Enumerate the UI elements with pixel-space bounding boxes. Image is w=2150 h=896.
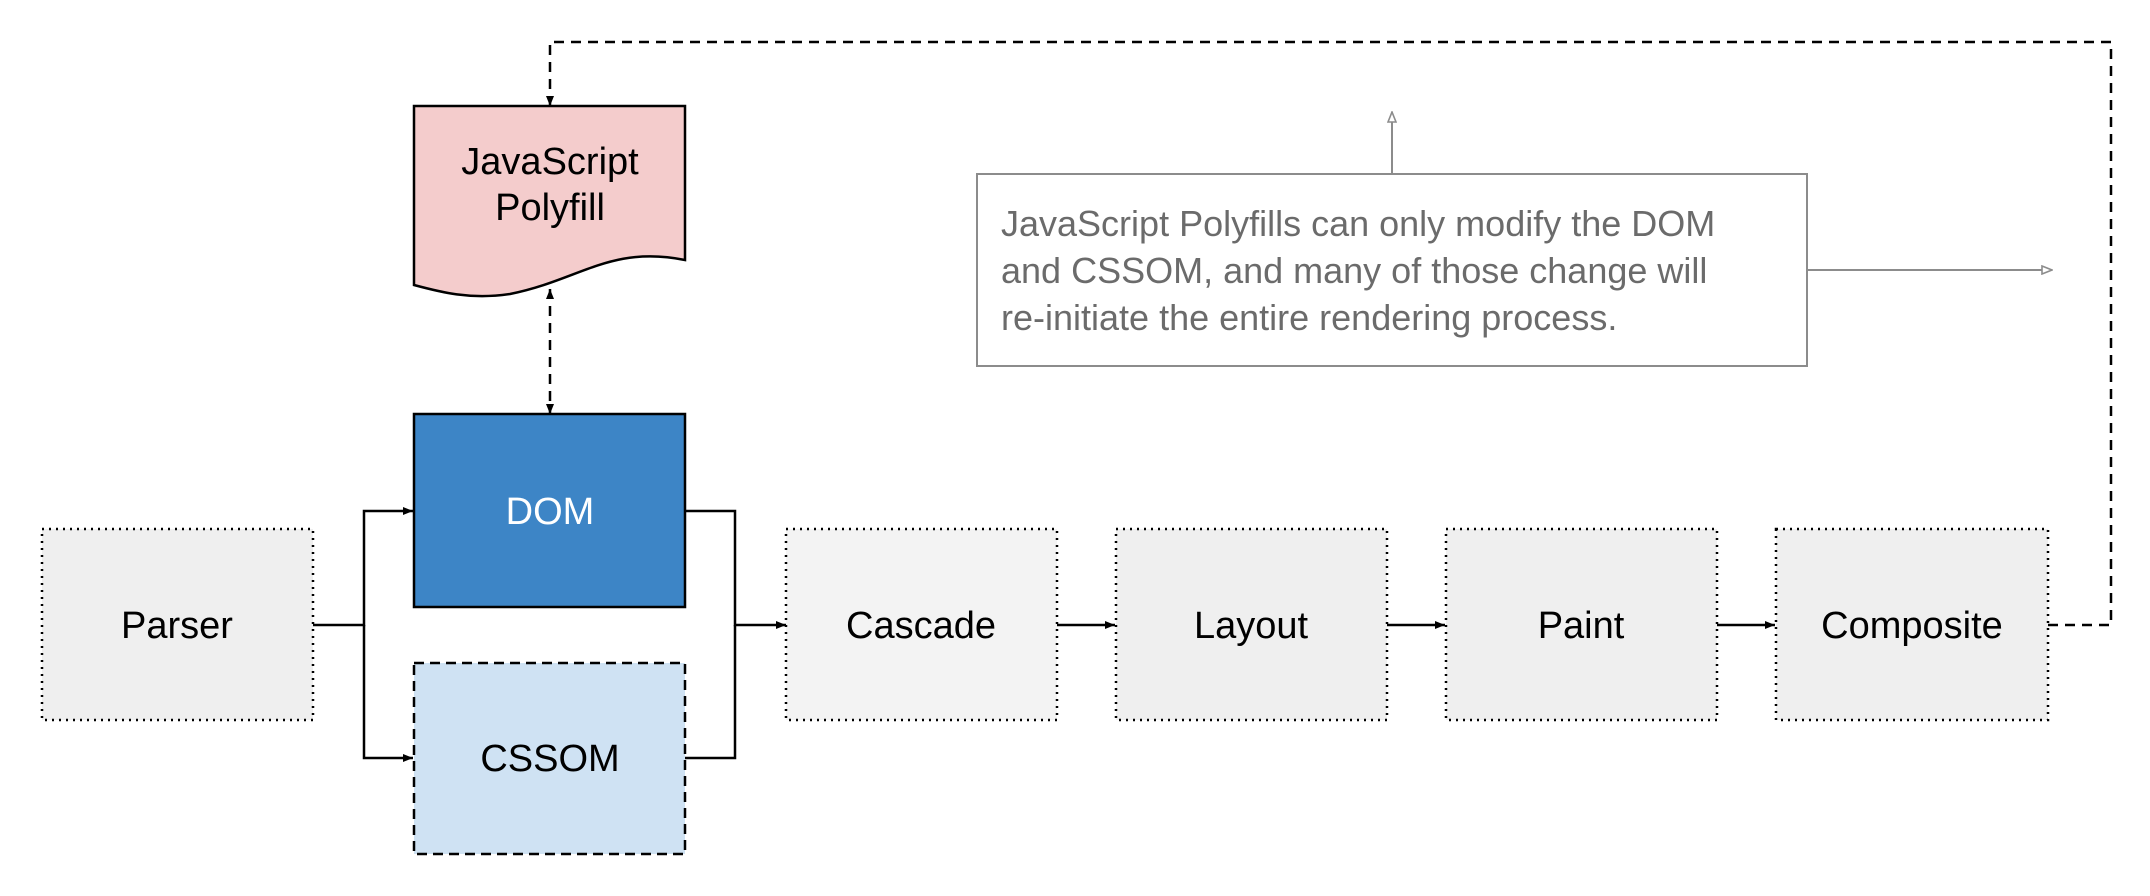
paint-label: Paint <box>1538 605 1625 647</box>
dom-node: DOM <box>412 412 687 609</box>
layout-label: Layout <box>1194 605 1309 647</box>
note-callout: JavaScript Polyfills can only modify the… <box>976 173 1808 367</box>
parser-box <box>40 527 315 722</box>
note-box <box>976 173 1808 367</box>
polyfill-label-line1: JavaScript <box>461 141 639 183</box>
cssom-label: CSSOM <box>480 738 619 780</box>
cssom-to-cascade-connector <box>685 625 737 760</box>
javascript-polyfill-node: JavaScript Polyfill <box>412 104 687 298</box>
composite-box <box>1774 527 2050 722</box>
parser-label: Parser <box>121 605 233 647</box>
dom-to-cascade-connector <box>685 509 786 629</box>
dom-box <box>412 412 687 609</box>
dom-label: DOM <box>506 491 595 533</box>
note-line1: JavaScript Polyfills can only modify the… <box>1001 203 1715 244</box>
composite-label: Composite <box>1821 605 2003 647</box>
parser-node: Parser <box>40 527 315 722</box>
parser-to-cssom-connector <box>362 625 413 762</box>
parser-to-dom-connector <box>313 507 413 627</box>
cascade-node: Cascade <box>784 527 1059 722</box>
note-line3: re-initiate the entire rendering process… <box>1001 297 1617 338</box>
cssom-node: CSSOM <box>412 661 687 856</box>
layout-node: Layout <box>1114 527 1389 722</box>
polyfill-label-line2: Polyfill <box>495 187 605 229</box>
cssom-box <box>412 661 687 856</box>
composite-node: Composite <box>1774 527 2050 722</box>
cascade-box <box>784 527 1059 722</box>
cascade-label: Cascade <box>846 605 996 647</box>
note-line2: and CSSOM, and many of those change will <box>1001 250 1707 291</box>
layout-box <box>1114 527 1389 722</box>
polyfill-document-shape <box>412 104 687 298</box>
paint-box <box>1444 527 1719 722</box>
feedback-loop-connector <box>546 40 2113 627</box>
paint-node: Paint <box>1444 527 1719 722</box>
